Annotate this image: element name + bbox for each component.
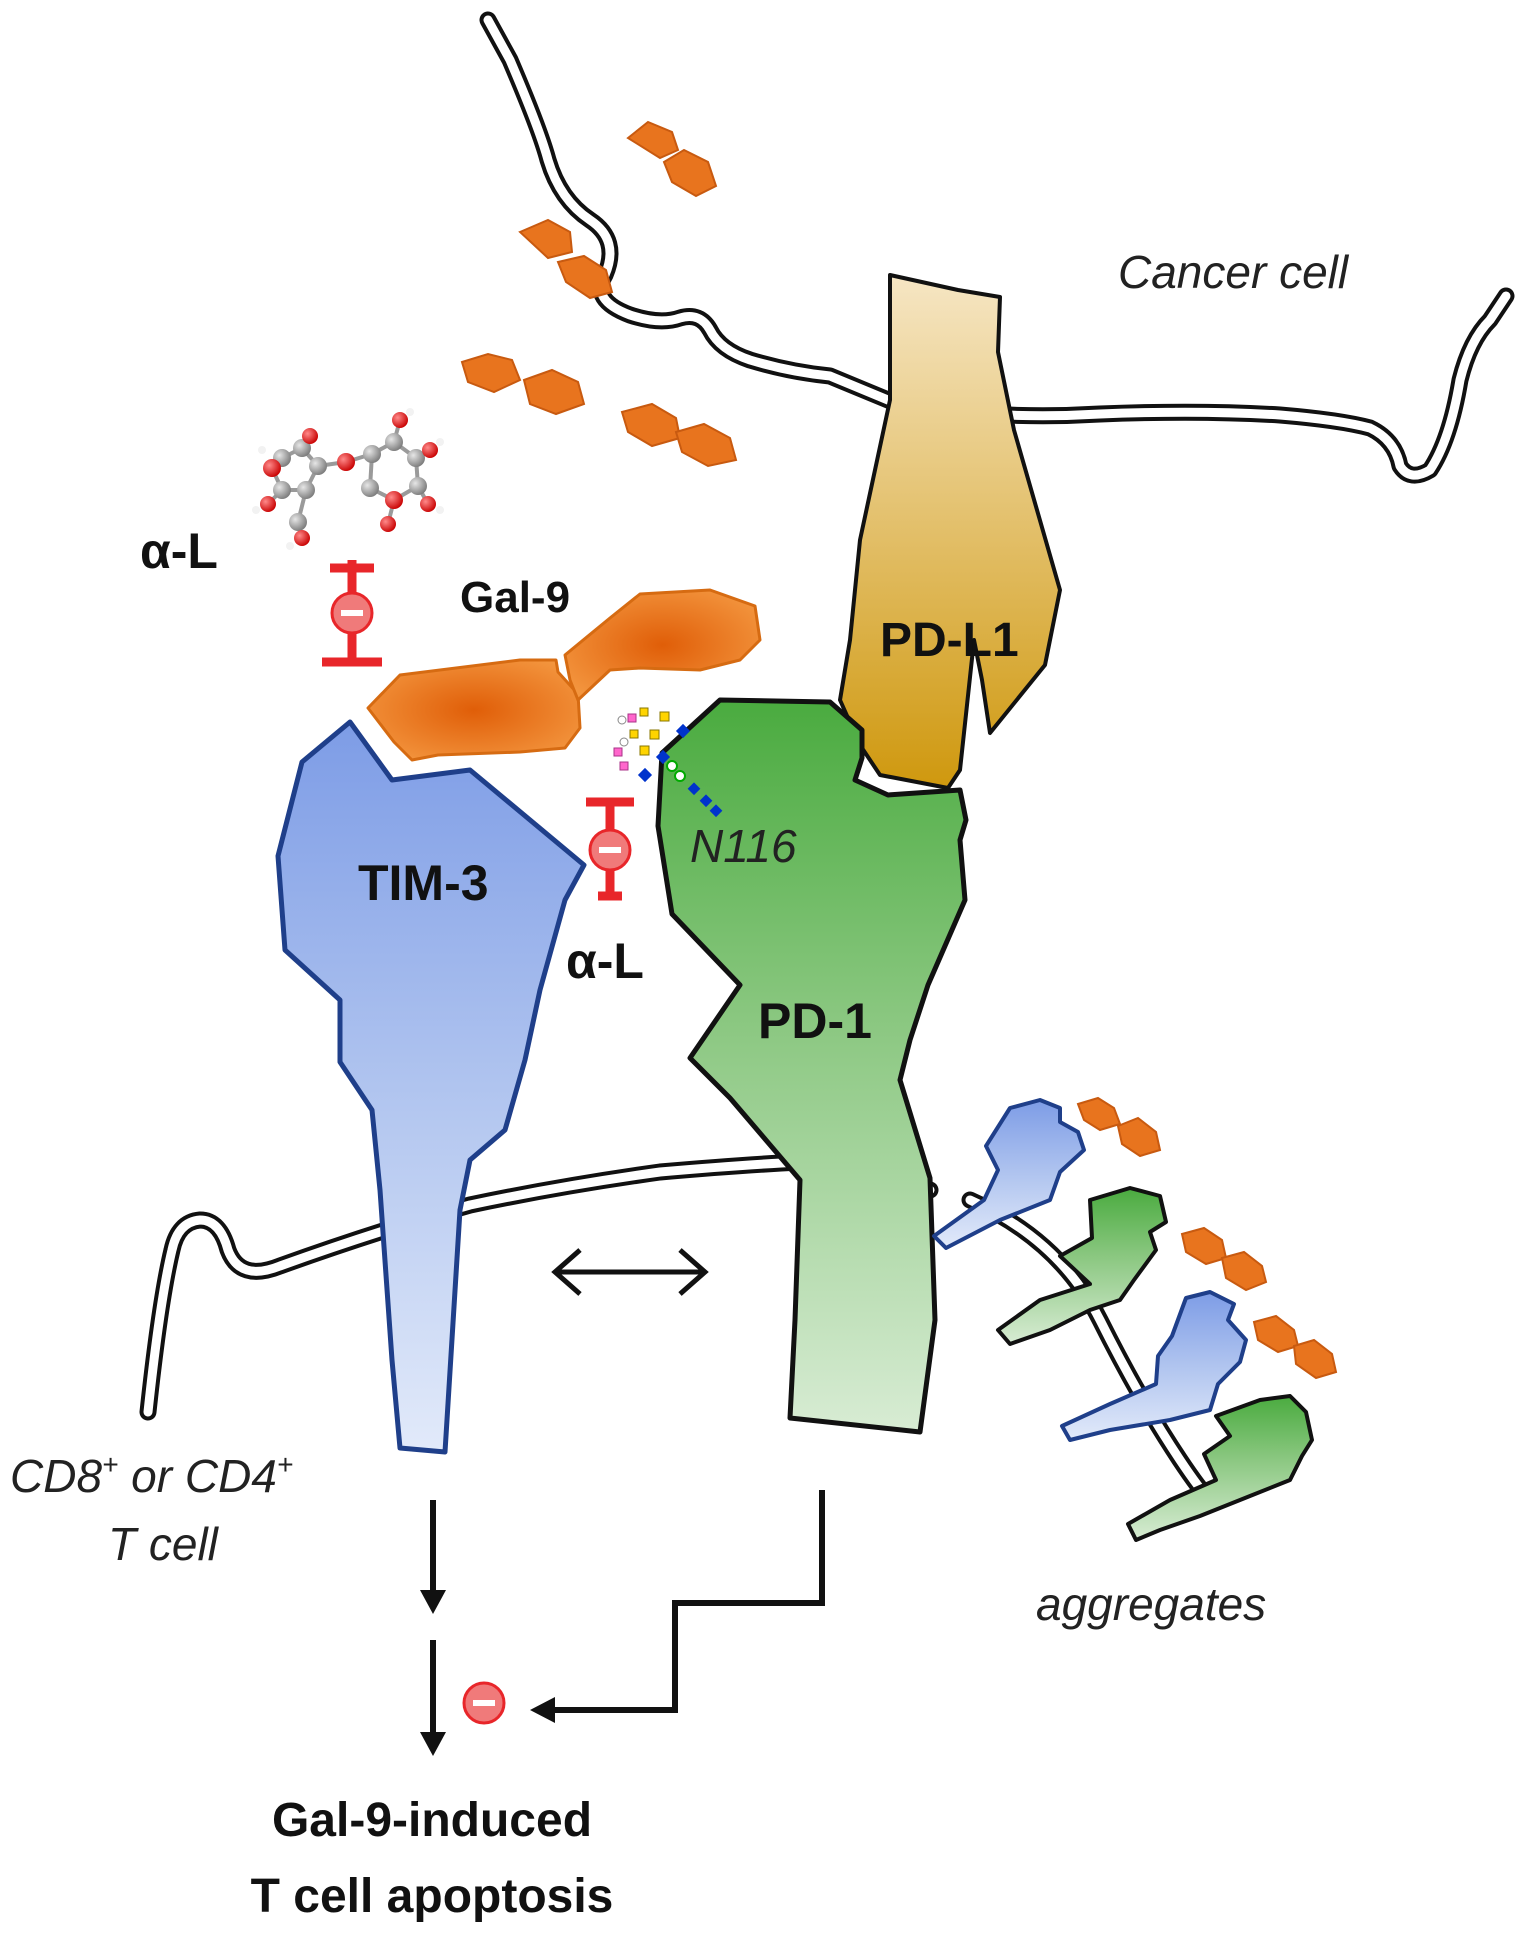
t-cell-label-line1: CD8+ or CD4+ [10, 1449, 293, 1502]
tim3-label: TIM-3 [358, 855, 489, 911]
free-gal9-fragment-3 [460, 352, 586, 416]
receptor-aggregates [932, 1096, 1338, 1542]
inhibition-bar-icon-middle [586, 797, 634, 901]
pd1-label: PD-1 [758, 993, 872, 1049]
t-cell-membrane [139, 1153, 1219, 1509]
outcome-label-line1: Gal-9-induced [272, 1794, 592, 1847]
n116-label: N116 [690, 820, 797, 872]
bidirectional-arrow-icon [551, 1248, 709, 1296]
gal9-label: Gal-9 [460, 573, 570, 622]
alpha-l-top-label: α-L [140, 523, 218, 579]
pdl1-label: PD-L1 [880, 614, 1019, 667]
free-gal9-fragment-1 [626, 120, 718, 198]
glycan-chain-icon [613, 707, 723, 818]
apoptosis-arrow [420, 1640, 446, 1756]
tim3-protein [275, 719, 587, 1455]
inhibition-bar-icon-top [322, 560, 382, 667]
pd1-protein [655, 697, 969, 1435]
pd1-inhibitory-arrow [530, 1490, 825, 1723]
free-gal9-fragment-2 [518, 218, 614, 300]
aggregates-label: aggregates [1036, 1578, 1266, 1630]
tim3-signal-arrow [420, 1500, 446, 1614]
alpha-l-middle-label: α-L [566, 933, 644, 989]
t-cell-label-line2: T cell [108, 1518, 220, 1570]
free-gal9-fragment-4 [620, 402, 738, 468]
cancer-cell-label: Cancer cell [1118, 246, 1350, 298]
pdl1-protein [838, 273, 1062, 790]
ball-and-stick-molecule-icon [252, 408, 444, 550]
gal9-dimer [366, 588, 762, 762]
outcome-label-line2: T cell apoptosis [251, 1870, 614, 1923]
minus-circle-icon [462, 1681, 506, 1725]
